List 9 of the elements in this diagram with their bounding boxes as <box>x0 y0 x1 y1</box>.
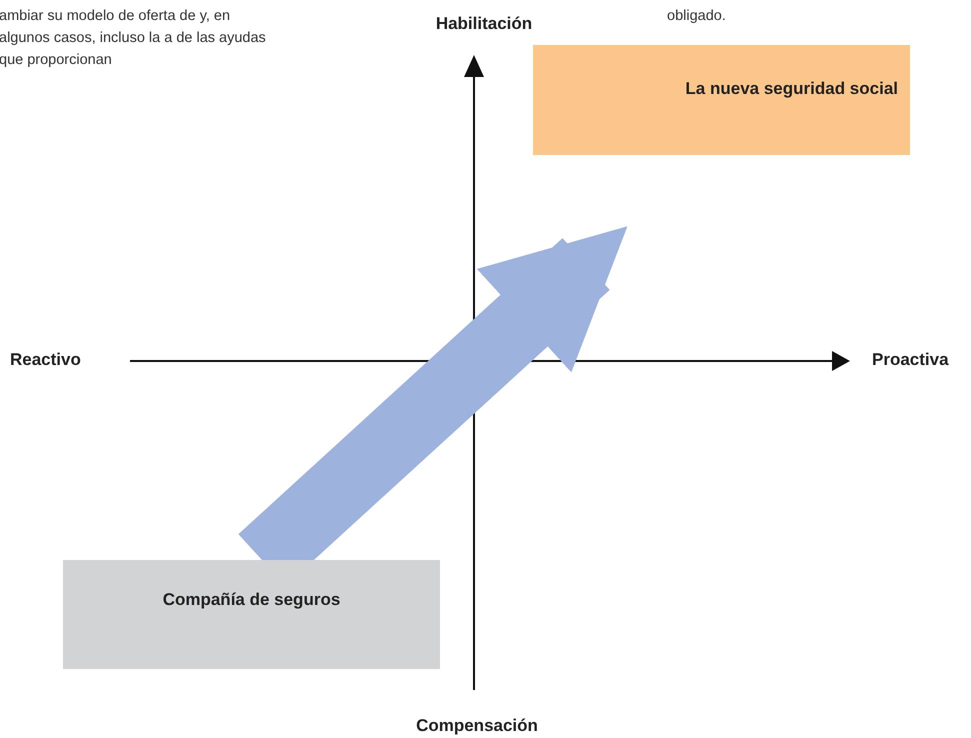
box-title: La nueva seguridad social <box>685 79 898 99</box>
axis-label: Reactivo <box>10 350 81 370</box>
box-title: Compañía de seguros <box>162 590 340 610</box>
axis-label: Proactiva <box>872 350 949 370</box>
axis-label: Habilitación <box>436 14 532 34</box>
note-text: obligado. <box>667 7 726 26</box>
quadrant-box <box>533 45 910 155</box>
quadrant-box <box>63 560 440 669</box>
axis-label: Compensación <box>416 716 538 736</box>
